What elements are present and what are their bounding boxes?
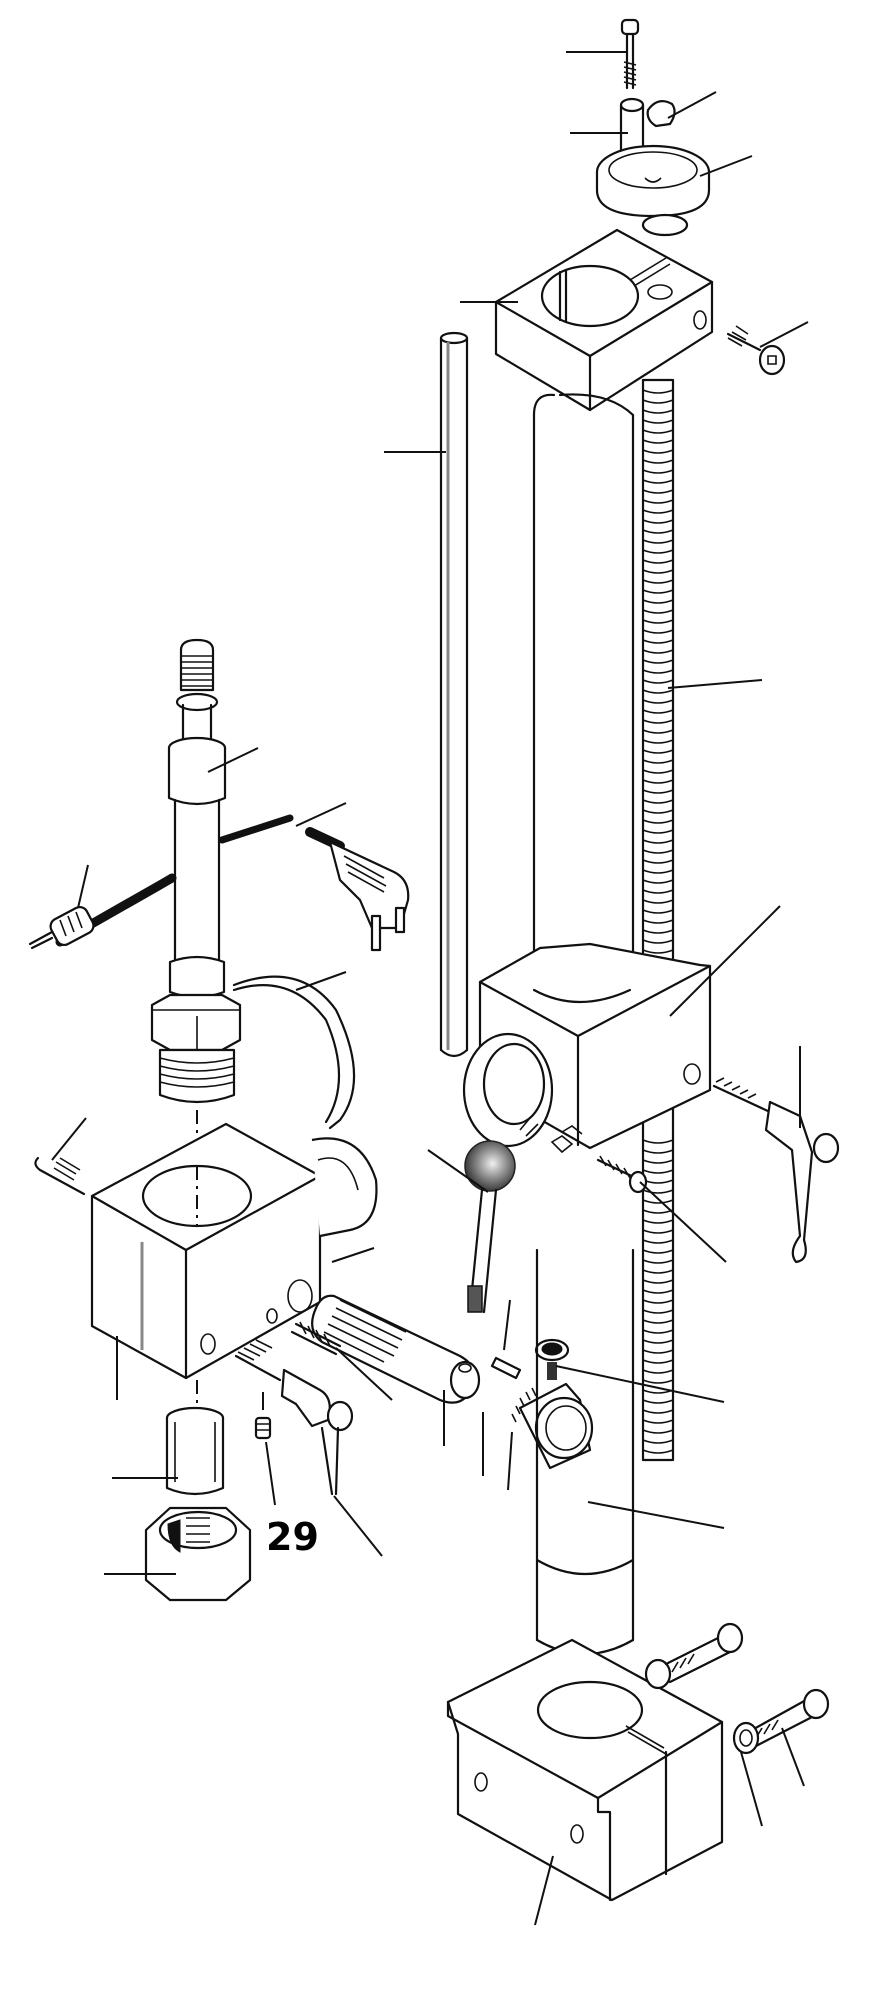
main-column-upper bbox=[532, 393, 635, 1018]
base-bolt-upper bbox=[644, 1622, 744, 1690]
part-number-label-29: 29 bbox=[266, 1515, 319, 1559]
collet-nut bbox=[104, 1506, 252, 1602]
motor-clamp-block bbox=[90, 1122, 378, 1400]
top-cap-disc bbox=[595, 144, 753, 237]
collet bbox=[112, 1406, 225, 1496]
base-washer bbox=[732, 1721, 763, 1827]
power-cord bbox=[55, 802, 347, 947]
carriage-ring bbox=[462, 1032, 583, 1154]
top-cap-screw bbox=[566, 18, 640, 90]
top-nut bbox=[646, 91, 717, 128]
guide-rod bbox=[384, 331, 469, 1058]
head-block bbox=[460, 228, 714, 412]
cord-strain-relief bbox=[28, 864, 95, 950]
top-pin bbox=[570, 97, 645, 164]
carriage-clamp-lever bbox=[712, 1046, 840, 1264]
carriage-screw bbox=[596, 1155, 727, 1263]
pinion-pin bbox=[482, 1299, 522, 1476]
clamp-lever-left bbox=[234, 1339, 383, 1557]
cord-plug bbox=[328, 840, 410, 952]
depth-collar bbox=[507, 1382, 594, 1491]
set-screw-29 bbox=[254, 1392, 276, 1506]
main-column-lower bbox=[535, 1248, 725, 1655]
spindle-shaft bbox=[150, 638, 259, 1430]
gauge-dial bbox=[232, 971, 356, 1130]
ball-knob-handle bbox=[427, 1140, 516, 1314]
rack-threaded-rod bbox=[641, 378, 763, 1462]
base-block bbox=[446, 1638, 724, 1926]
pinion-spring bbox=[290, 1247, 393, 1401]
clamp-block-set-screw bbox=[34, 1117, 87, 1196]
collar-set-screw bbox=[534, 1338, 725, 1403]
head-block-screw bbox=[726, 321, 809, 376]
pinion-shaft bbox=[311, 1294, 481, 1446]
base-bolt-lower bbox=[750, 1688, 830, 1787]
